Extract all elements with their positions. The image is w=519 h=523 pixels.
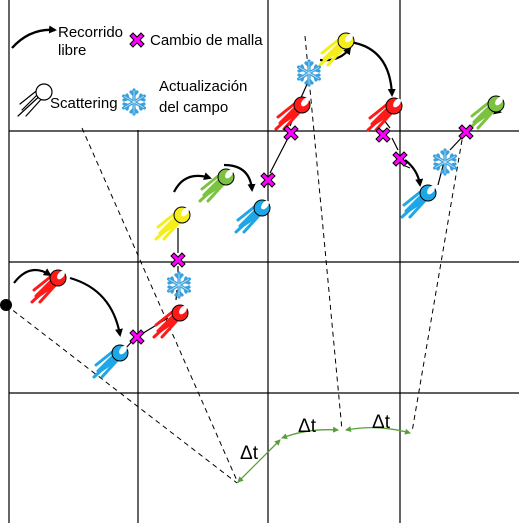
- legend-field-update-line1: Actualización: [159, 78, 247, 95]
- delta-t-label-2: Δt: [298, 416, 317, 437]
- time-projection-lines: [5, 35, 463, 484]
- particle-blue: [400, 182, 439, 219]
- comet-particle-icon: [17, 83, 53, 117]
- magenta-cross-icon: [129, 32, 145, 48]
- snowflake-icon: [121, 88, 146, 116]
- particle-blue: [92, 342, 131, 379]
- snowflake-icon: [433, 148, 457, 176]
- mesh-change-icon: [458, 124, 474, 140]
- legend-free-path-line2: libre: [58, 42, 86, 59]
- start-point: [0, 299, 12, 311]
- mesh-change-icon: [375, 127, 391, 143]
- particle-red: [274, 94, 313, 131]
- delta-t-label-3: Δt: [372, 412, 391, 433]
- particle-blue: [234, 197, 273, 234]
- delta-t-label-1: Δt: [240, 443, 259, 464]
- particle-green: [198, 166, 237, 203]
- particle-red: [366, 95, 405, 132]
- snowflake-icon: [167, 271, 191, 299]
- particle-yellow: [154, 204, 193, 241]
- snowflake-icon: [297, 59, 321, 87]
- particle-yellow: [318, 30, 357, 67]
- legend-free-path-line1: Recorrido: [58, 24, 123, 41]
- mesh-change-icon: [283, 125, 299, 141]
- legend-scattering: Scattering: [50, 95, 118, 112]
- particle-red: [152, 302, 191, 339]
- particle-green: [468, 93, 507, 130]
- legend-mesh-change: Cambio de malla: [150, 32, 263, 49]
- legend-field-update-line2: del campo: [159, 99, 228, 116]
- mesh-change-icon: [170, 252, 186, 268]
- legend: Recorrido libre Cambio de malla Scatteri…: [11, 24, 263, 117]
- mesh-change-icon: [129, 329, 145, 345]
- mesh-grid: [8, 0, 519, 523]
- delta-t-arcs: [237, 426, 411, 483]
- curved-arrow-icon: [11, 25, 57, 49]
